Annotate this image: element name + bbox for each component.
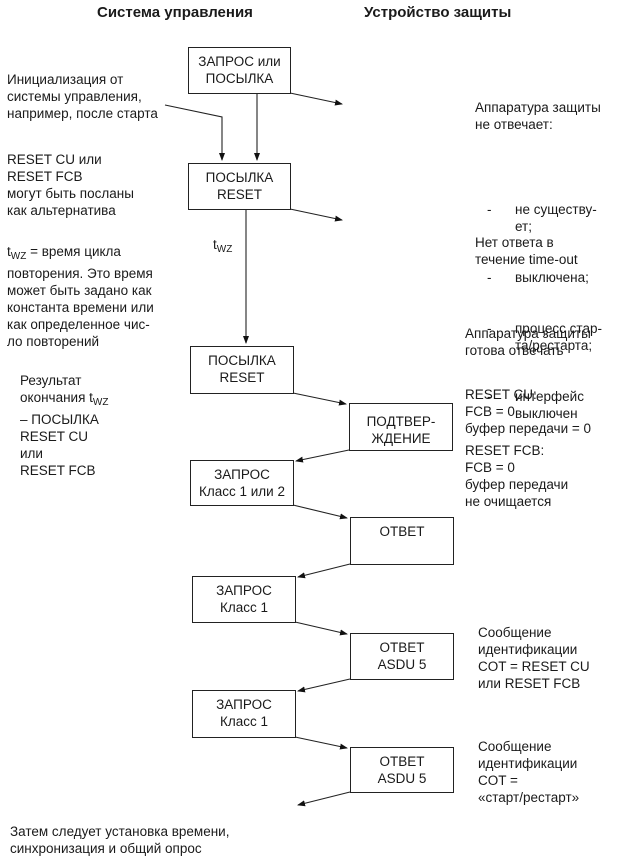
box-line: ASDU 5 [377,771,427,786]
box-acknowledge: ПОДТВЕР- ЖДЕНИЕ [349,403,453,451]
box-line: ASDU 5 [377,657,427,672]
box-send-reset-1: ПОСЫЛКА RESET [188,163,291,210]
twz-subscript: WZ [92,397,109,408]
box-request-class-1-b: ЗАПРОС Класс 1 [192,690,296,738]
box-response-asdu5-b: ОТВЕТ ASDU 5 [350,747,454,793]
result-rest: – ПОСЫЛКА RESET CU или RESET FCB [20,412,99,478]
box-line: Класс 1 [219,600,268,615]
twz-symbol: t [7,244,11,259]
note-footer: Затем следует установка времени, синхрон… [10,824,230,856]
box-line: ПОСЫЛКА [208,353,276,368]
twz-subscript: WZ [10,251,27,262]
box-line: ОТВЕТ [379,754,425,769]
box-line: Класс 1 или 2 [199,484,285,499]
reason-item: процесс стар- та/рестарта; [475,320,602,354]
note-twz-definition: tWZ = время цикла повторения. Это время … [7,243,154,350]
arrow-request1-to-asdu5 [294,621,348,636]
arrow-asdu5b-out [297,791,351,807]
arrow-init-to-reset [164,104,225,161]
box-line: Класс 1 [219,714,268,729]
reason-item: не существу- ет; [475,201,602,235]
note-reset-cu: RESET CU: FCB = 0 буфер передачи = 0 [465,387,592,436]
twz-symbol: t [213,237,217,252]
box-line: ПОДТВЕР- [366,414,436,429]
twz-description: = время цикла повторения. Это время може… [7,244,154,349]
result-line: окончания t [20,390,93,405]
note-twz-result: Результат окончания tWZ – ПОСЫЛКА RESET … [20,372,108,479]
box-request-or-send: ЗАПРОС или ПОСЫЛКА [188,47,291,94]
note-reset-fcb: RESET FCB: FCB = 0 буфер передачи не очи… [465,443,569,509]
box-line: ПОСЫЛКА [205,170,274,185]
note-reset-alternative: RESET CU или RESET FCB могут быть послан… [7,152,134,218]
box-line: ЗАПРОС [216,697,272,712]
twz-arrow-label: tWZ [213,236,232,258]
box-line: RESET [219,370,265,385]
note-ready: Аппаратура защиты готова отвечать [465,326,591,358]
reason-item: выключена; [475,269,602,286]
arrow-request1b-to-asdu5b [294,736,348,750]
note-no-answer: Аппаратура защиты не отвечает: не сущест… [475,65,602,473]
header-control-system: Система управления [97,4,253,21]
note-identification-1: Сообщение идентификации COT = RESET CU и… [478,625,590,691]
note-timeout: Нет ответа в течение time-out [475,235,578,267]
box-line: ЗАПРОС [214,467,270,482]
no-answer-reasons: не существу- ет; выключена; процесс стар… [475,167,602,456]
header-protection-device: Устройство защиты [364,4,512,21]
box-line: ОТВЕТ [379,524,425,539]
box-request-class-1-a: ЗАПРОС Класс 1 [192,576,296,623]
arrow-request-to-response [292,504,348,520]
arrow-ack-to-request [295,449,350,463]
twz-subscript: WZ [216,244,233,255]
arrow-reset-to-ack [292,392,347,406]
box-line: RESET [216,187,262,202]
arrow-asdu5-to-request1b [297,678,351,693]
box-line: ОТВЕТ [379,640,425,655]
note-initialization: Инициализация от системы управления, нап… [7,72,158,121]
arrow-request-no-response [289,92,343,106]
arrow-response-to-request1 [297,563,351,579]
result-title: Результат [20,373,82,388]
box-line: ЗАПРОС или [198,54,281,69]
box-send-reset-2: ПОСЫЛКА RESET [190,346,294,394]
box-line: ЗАПРОС [216,583,272,598]
box-request-class-1-or-2: ЗАПРОС Класс 1 или 2 [190,460,294,506]
note-identification-2: Сообщение идентификации COT = «старт/рес… [478,739,580,805]
no-answer-title: Аппаратура защиты не отвечает: [475,100,601,132]
box-line: ЖДЕНИЕ [371,431,431,446]
arrow-reset-no-response [289,208,343,222]
box-response: ОТВЕТ [350,517,454,565]
reason-item: интерфейс выключен [475,388,602,422]
box-response-asdu5-a: ОТВЕТ ASDU 5 [350,633,454,680]
box-line: ПОСЫЛКА [205,71,274,86]
